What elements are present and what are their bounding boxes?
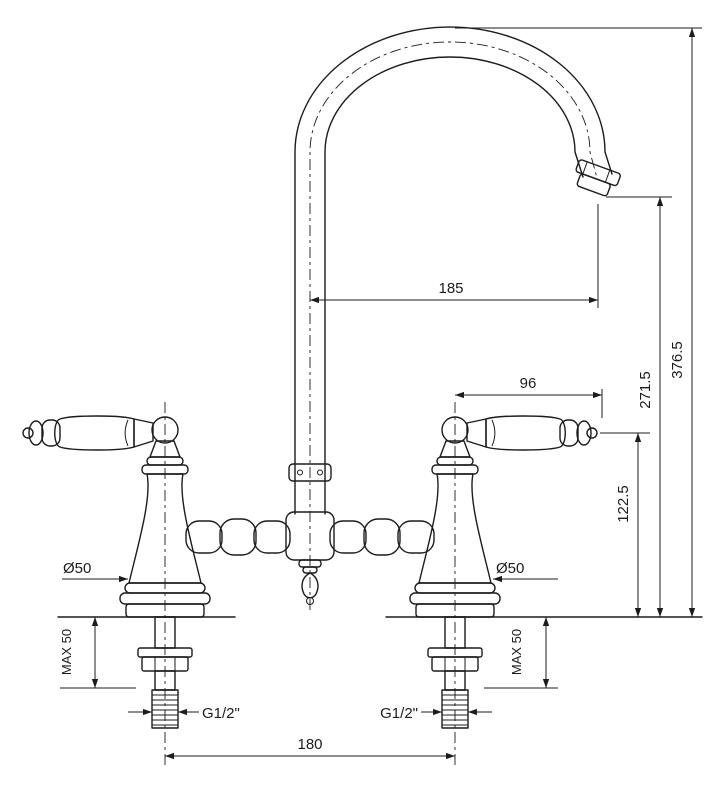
- collar-screw: [297, 469, 303, 476]
- bridge-bead: [253, 520, 291, 554]
- spout-centerline: [309, 41, 598, 610]
- handle-assembly-left: [22, 415, 211, 618]
- spout-union-collar: [288, 463, 332, 482]
- dimension-base-diameter-right: Ø50: [493, 560, 558, 583]
- dim-label-tap-centers: 180: [297, 736, 322, 753]
- bridge-bar: [185, 511, 435, 605]
- dimension-base-diameter-left: Ø50: [62, 560, 128, 583]
- dim-label-thread-right: G1/2": [380, 705, 418, 722]
- bridge-bead: [363, 518, 401, 556]
- dim-label-outlet-height: 271.5: [637, 371, 654, 409]
- lever-cap: [41, 419, 61, 447]
- thread-lines: [152, 694, 178, 726]
- dim-label-spout-reach: 185: [438, 280, 463, 297]
- dimension-handle-height: 122.5: [600, 432, 650, 617]
- dim-label-base-dia-left: Ø50: [63, 560, 91, 577]
- finial-tip: [306, 597, 314, 605]
- dim-label-max-deck-right: MAX 50: [509, 629, 524, 675]
- dim-label-handle-reach: 96: [520, 375, 537, 392]
- dim-label-handle-height: 122.5: [615, 485, 632, 523]
- handle-assembly-right: [409, 415, 598, 618]
- dimension-spout-reach: 185: [310, 204, 599, 308]
- centerlines: [164, 41, 598, 766]
- dim-label-base-dia-right: Ø50: [496, 560, 524, 577]
- lever-neck: [133, 418, 154, 448]
- collar-line: [582, 161, 588, 175]
- grip-detail-line: [124, 419, 129, 447]
- dimension-tap-centers: 180: [165, 736, 455, 760]
- dimension-thread-left: G1/2": [128, 705, 240, 722]
- dim-label-total-height: 376.5: [669, 341, 686, 379]
- gooseneck-spout: [288, 26, 621, 515]
- spout-outer-edge: [294, 26, 613, 515]
- dimension-max-deck-right: MAX 50: [484, 617, 558, 689]
- lever-tip-disc: [28, 420, 44, 446]
- lever-tip-ball: [22, 427, 34, 439]
- spout-inner-edge: [324, 56, 584, 515]
- handle-ball-joint: [151, 416, 179, 444]
- dimension-thread-right: G1/2": [380, 705, 492, 722]
- aerator-tip: [576, 173, 611, 197]
- dim-label-max-deck-left: MAX 50: [59, 629, 74, 675]
- bridge-bead: [185, 520, 223, 554]
- bridge-bead: [219, 518, 257, 556]
- dim-label-thread-left: G1/2": [202, 705, 240, 722]
- dimension-handle-reach: 96: [455, 375, 603, 418]
- spout-nozzle: [575, 159, 621, 197]
- dimension-outlet-height: 271.5: [606, 196, 672, 617]
- lever-grip: [54, 415, 135, 451]
- dimension-total-height: 376.5: [455, 27, 702, 617]
- collar-screw: [317, 469, 323, 476]
- bridge-bead: [397, 520, 435, 554]
- bridge-bead: [329, 520, 367, 554]
- dimension-max-deck-left: MAX 50: [59, 617, 136, 689]
- collar-line: [604, 169, 611, 183]
